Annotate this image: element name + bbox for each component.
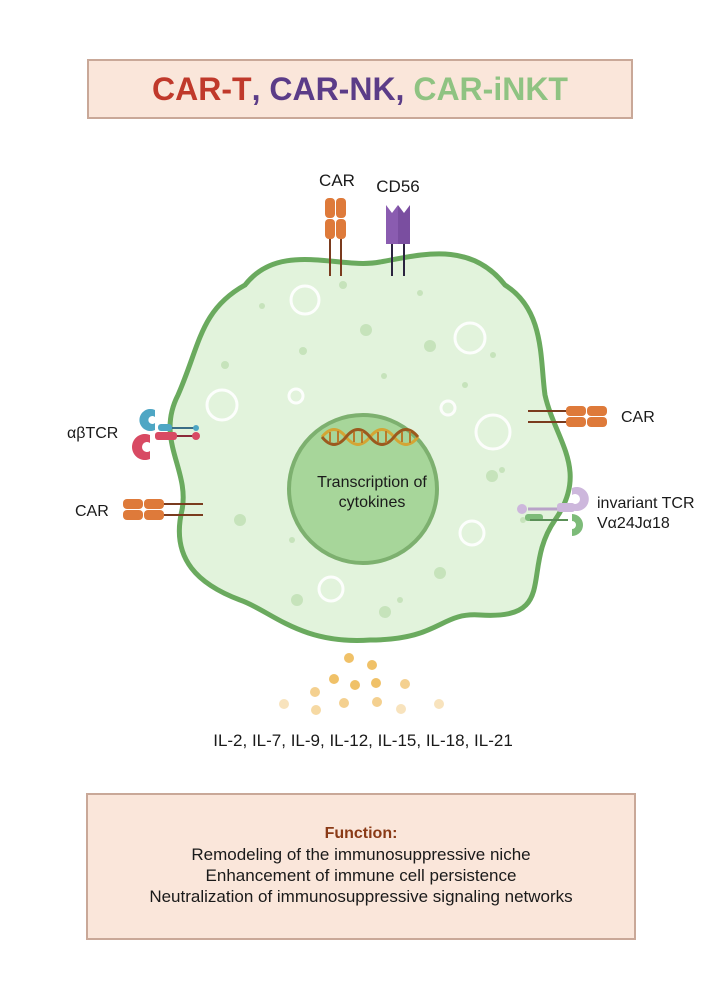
function-box: Function: Remodeling of the immunosuppre… (86, 793, 636, 940)
cytoplasm-vesicles (205, 284, 512, 603)
car-right-label: CAR (621, 409, 655, 426)
title-separator-1: , (251, 70, 270, 107)
nucleus (287, 413, 439, 565)
title-separator-2: , (395, 70, 414, 107)
function-item: Enhancement of immune cell persistence (205, 866, 517, 885)
car-receptor-right (528, 406, 607, 427)
car-receptor-top (325, 198, 346, 276)
function-heading: Function: (324, 825, 398, 842)
title-car-nk: CAR-NK (269, 70, 396, 107)
function-item: Neutralization of immunosuppressive sign… (149, 887, 573, 906)
car-top-label: CAR (319, 171, 355, 190)
dna-icon (320, 428, 420, 446)
function-item: Remodeling of the immunosuppressive nich… (191, 845, 531, 864)
cd56-label: CD56 (376, 177, 419, 196)
invariant-tcr-label-line1: invariant TCR (597, 495, 695, 512)
cytoplasm-granules (221, 281, 526, 618)
car-receptor-left (123, 499, 203, 520)
ab-tcr-receptor (132, 409, 200, 461)
invariant-tcr-label-line2: Vα24Jα18 (597, 515, 670, 532)
title-car-t: CAR-T (152, 70, 252, 107)
cd56-receptor (386, 205, 410, 276)
invariant-tcr-receptor (517, 487, 589, 536)
car-left-label: CAR (75, 503, 109, 520)
nucleus-label-line2: cytokines (339, 494, 406, 511)
title-car-inkt: CAR-iNKT (413, 70, 568, 107)
nucleus-label-line1: Transcription of (317, 474, 427, 491)
title-banner: CAR-T, CAR-NK, CAR-iNKT (87, 59, 633, 119)
cytokine-particles (279, 653, 444, 715)
ab-tcr-label: αβTCR (67, 425, 118, 442)
cytokines-label: IL-2, IL-7, IL-9, IL-12, IL-15, IL-18, I… (213, 731, 513, 750)
